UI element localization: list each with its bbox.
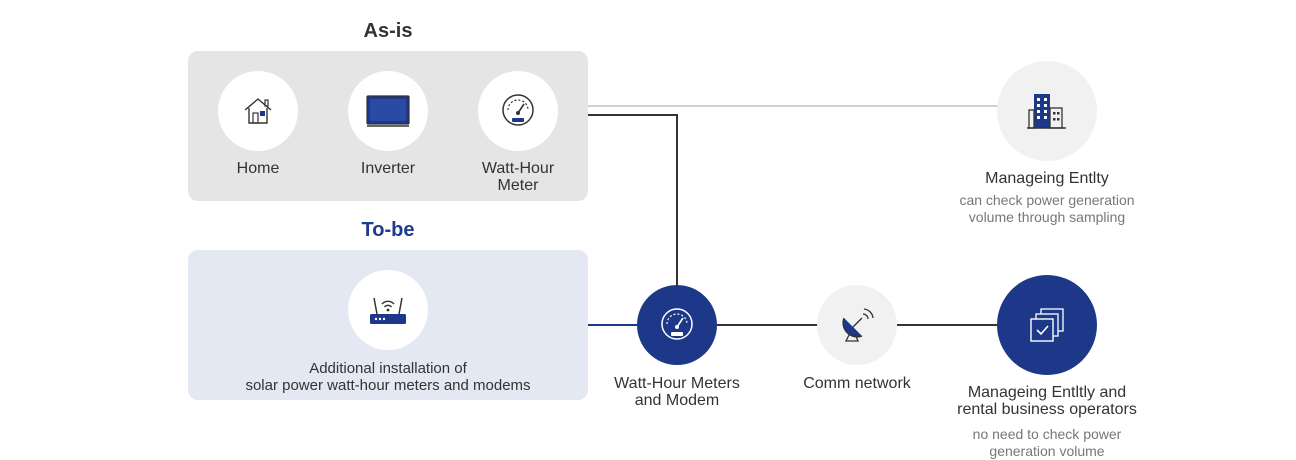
- to-be-title: To-be: [361, 219, 415, 241]
- satellite-dish-icon: [842, 308, 874, 342]
- meter-modem-node: [637, 285, 717, 365]
- managing-entity-label: Manageing Entlty: [985, 170, 1109, 187]
- connector-meter-to-modem: [558, 114, 678, 286]
- watt-hour-meter-label: Watt-Hour Meter: [481, 160, 555, 194]
- house-icon: [244, 98, 272, 124]
- inverter-label: Inverter: [360, 160, 416, 177]
- to-be-label: Additional installation of solar power w…: [245, 360, 531, 394]
- managing-operators-node: [997, 275, 1097, 375]
- managing-operators-description: no need to check power generation volume: [972, 426, 1122, 459]
- buildings-icon: [1027, 94, 1066, 129]
- gauge-icon: [661, 308, 693, 340]
- watt-hour-meter-node: [478, 71, 558, 151]
- managing-operators-label: Manageing Entltly and rental business op…: [957, 384, 1137, 418]
- meter-modem-label: Watt-Hour Meters and Modem: [614, 375, 740, 409]
- inverter-panel-icon: [366, 95, 410, 127]
- managing-entity-node: [997, 61, 1097, 161]
- wifi-router-icon: [370, 297, 406, 324]
- checked-documents-icon: [1030, 308, 1064, 342]
- gauge-icon: [502, 94, 534, 126]
- inverter-node: [348, 71, 428, 151]
- home-node: [218, 71, 298, 151]
- home-label: Home: [236, 160, 280, 177]
- comm-network-label: Comm network: [803, 375, 911, 392]
- modem-node: [348, 270, 428, 350]
- as-is-title: As-is: [363, 20, 413, 42]
- managing-entity-description: can check power generation volume throug…: [959, 192, 1135, 225]
- comm-network-node: [817, 285, 897, 365]
